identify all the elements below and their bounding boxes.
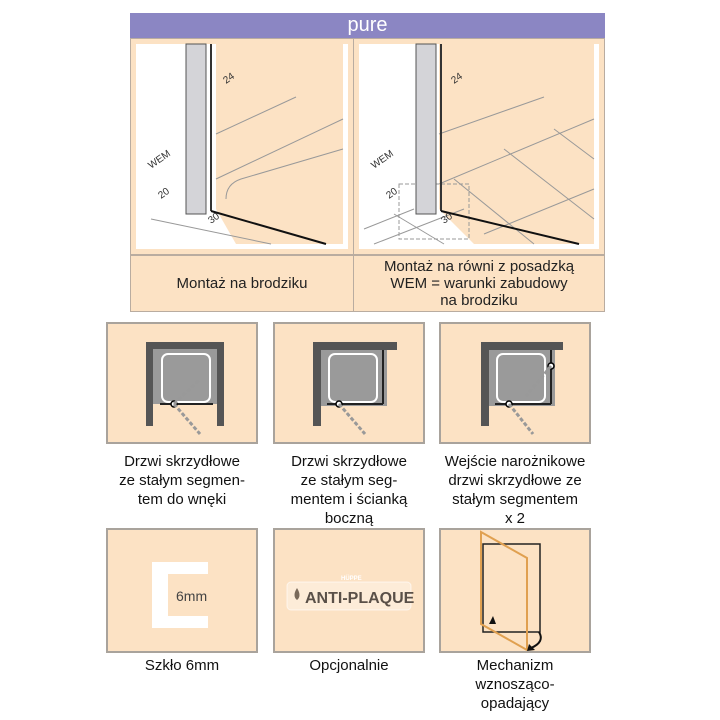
label-line: Drzwi skrzydłowe — [124, 453, 240, 470]
feature-label-mechanism: Mechanizm wznosząco-opadający — [425, 656, 605, 713]
variant-corner-icon — [439, 322, 591, 444]
svg-text:ANTI-PLAQUE: ANTI-PLAQUE — [305, 590, 415, 607]
label-line: Wejście narożnikowe — [444, 453, 586, 470]
label-line: Drzwi skrzydłowe — [291, 453, 407, 470]
label-line: boczną — [324, 510, 374, 527]
caption-floor: Montaż na równi z posadzką WEM = warunki… — [353, 255, 605, 312]
mounting-floor-drawing: WEM 20 30 24 — [353, 38, 605, 255]
glass-thickness-text: 6mm — [176, 588, 207, 604]
glass-6mm-icon: 6mm — [106, 528, 258, 653]
feature-label-glass: Szkło 6mm — [144, 657, 220, 674]
variant-label-side-wall: Drzwi skrzydłowe ze stałym seg-mentem i ś… — [259, 452, 439, 528]
caption-line: na brodziku — [440, 292, 518, 309]
variant-label-corner: Wejście narożnikowe drzwi skrzydłowe ze st… — [425, 452, 605, 528]
mounting-tray-drawing: WEM 20 30 24 — [130, 38, 354, 255]
label-line: Mechanizm — [476, 657, 554, 674]
label-line: x 2 — [504, 510, 525, 527]
anti-plaque-logo: HÜPPE ANTI-PLAQUE — [273, 528, 425, 653]
label-line: ze stałym segmen- — [119, 472, 245, 489]
svg-text:HÜPPE: HÜPPE — [341, 575, 362, 582]
feature-label-optional: Opcjonalnie — [309, 657, 389, 674]
caption-line: Montaż na równi z posadzką — [383, 258, 575, 275]
caption-tray: Montaż na brodziku — [130, 255, 354, 312]
label-line: wznosząco- — [475, 676, 555, 693]
variant-side-wall-icon — [273, 322, 425, 444]
label-line: drzwi skrzydłowe ze — [448, 472, 582, 489]
label-line: stałym segmentem — [452, 491, 578, 508]
variant-label-niche: Drzwi skrzydłowe ze stałym segmen-tem do … — [92, 452, 272, 509]
header-title: pure — [130, 13, 605, 38]
label-line: mentem i ścianką — [290, 491, 408, 508]
lift-mechanism-icon — [439, 528, 591, 653]
variant-niche-icon — [106, 322, 258, 444]
caption-line: WEM = warunki zabudowy — [390, 275, 568, 292]
label-line: ze stałym seg- — [300, 472, 398, 489]
label-line: tem do wnęki — [137, 491, 227, 508]
label-line: opadający — [480, 695, 550, 712]
